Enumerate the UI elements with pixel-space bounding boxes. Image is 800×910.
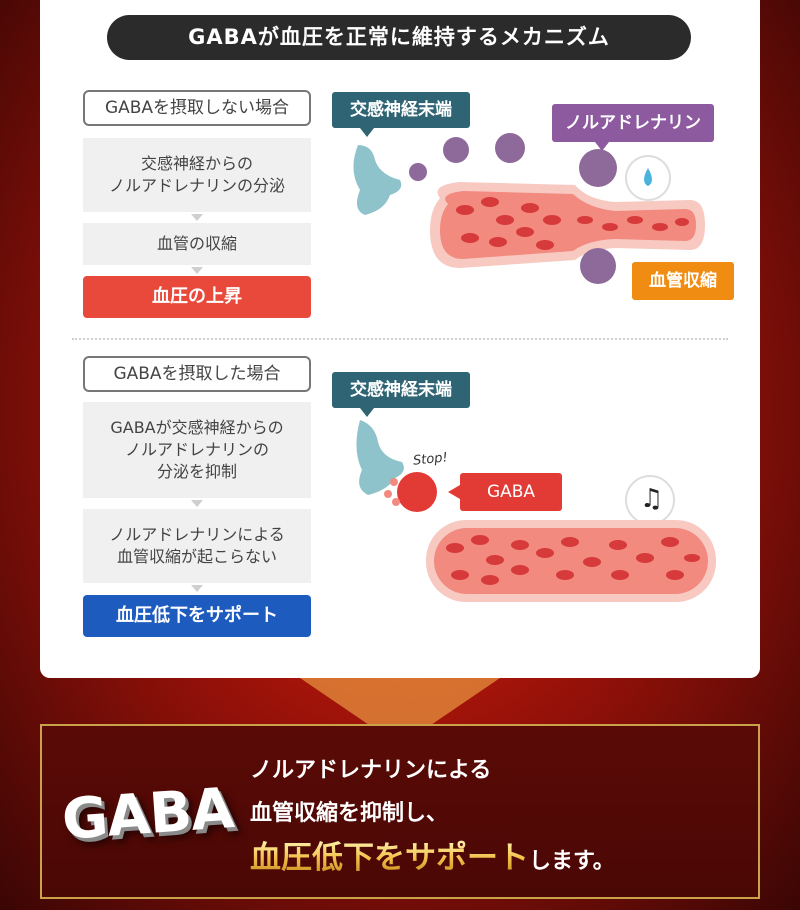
step-no-constriction: ノルアドレナリンによる 血管収縮が起こらない	[83, 509, 311, 583]
section-divider	[72, 338, 728, 340]
sweat-drop-icon	[644, 168, 652, 186]
summary-box	[40, 724, 760, 899]
noradrenaline-tag: ノルアドレナリン	[552, 104, 714, 142]
case-label-without-gaba: GABAを摂取しない場合	[83, 90, 311, 126]
step-vessel-constriction: 血管の収縮	[83, 223, 311, 265]
gaba-tag: GABA	[460, 473, 562, 511]
nerve-ending-tag: 交感神経末端	[332, 92, 470, 128]
flow-arrow-icon	[191, 500, 203, 507]
gaba-logo: GABA	[59, 776, 236, 853]
step-noradrenaline-secretion: 交感神経からの ノルアドレナリンの分泌	[83, 138, 311, 212]
case-label-with-gaba: GABAを摂取した場合	[83, 356, 311, 392]
result-blood-pressure-rise: 血圧の上昇	[83, 276, 311, 318]
summary-tail: します。	[529, 849, 615, 874]
vessel-constriction-diagram	[353, 133, 705, 284]
flow-arrow-icon	[191, 267, 203, 274]
summary-line-3: 血圧低下をサポートします。	[250, 832, 615, 877]
summary-highlight: 血圧低下をサポート	[250, 840, 529, 876]
blood-vessel-shape	[434, 528, 708, 594]
step-gaba-suppresses-secretion: GABAが交感神経からの ノルアドレナリンの 分泌を抑制	[83, 402, 311, 498]
gaba-molecule-icon	[397, 472, 437, 512]
summary-line-1: ノルアドレナリンによる	[250, 758, 492, 783]
summary-line-2: 血管収縮を抑制し、	[250, 801, 449, 826]
noradrenaline-molecule-icon	[409, 133, 617, 284]
music-note-icon: ♫	[640, 484, 664, 514]
nerve-ending-tag: 交感神経末端	[332, 372, 470, 408]
flow-arrow-icon	[191, 585, 203, 592]
gaba-blocking-diagram	[356, 420, 716, 602]
page-title: GABAが血圧を正常に維持するメカニズム	[107, 15, 691, 60]
result-blood-pressure-support: 血圧低下をサポート	[83, 595, 311, 637]
nerve-ending-shape	[356, 420, 404, 495]
vessel-constriction-tag: 血管収縮	[632, 262, 734, 300]
nerve-ending-shape	[353, 145, 402, 215]
flow-arrow-icon	[191, 214, 203, 221]
